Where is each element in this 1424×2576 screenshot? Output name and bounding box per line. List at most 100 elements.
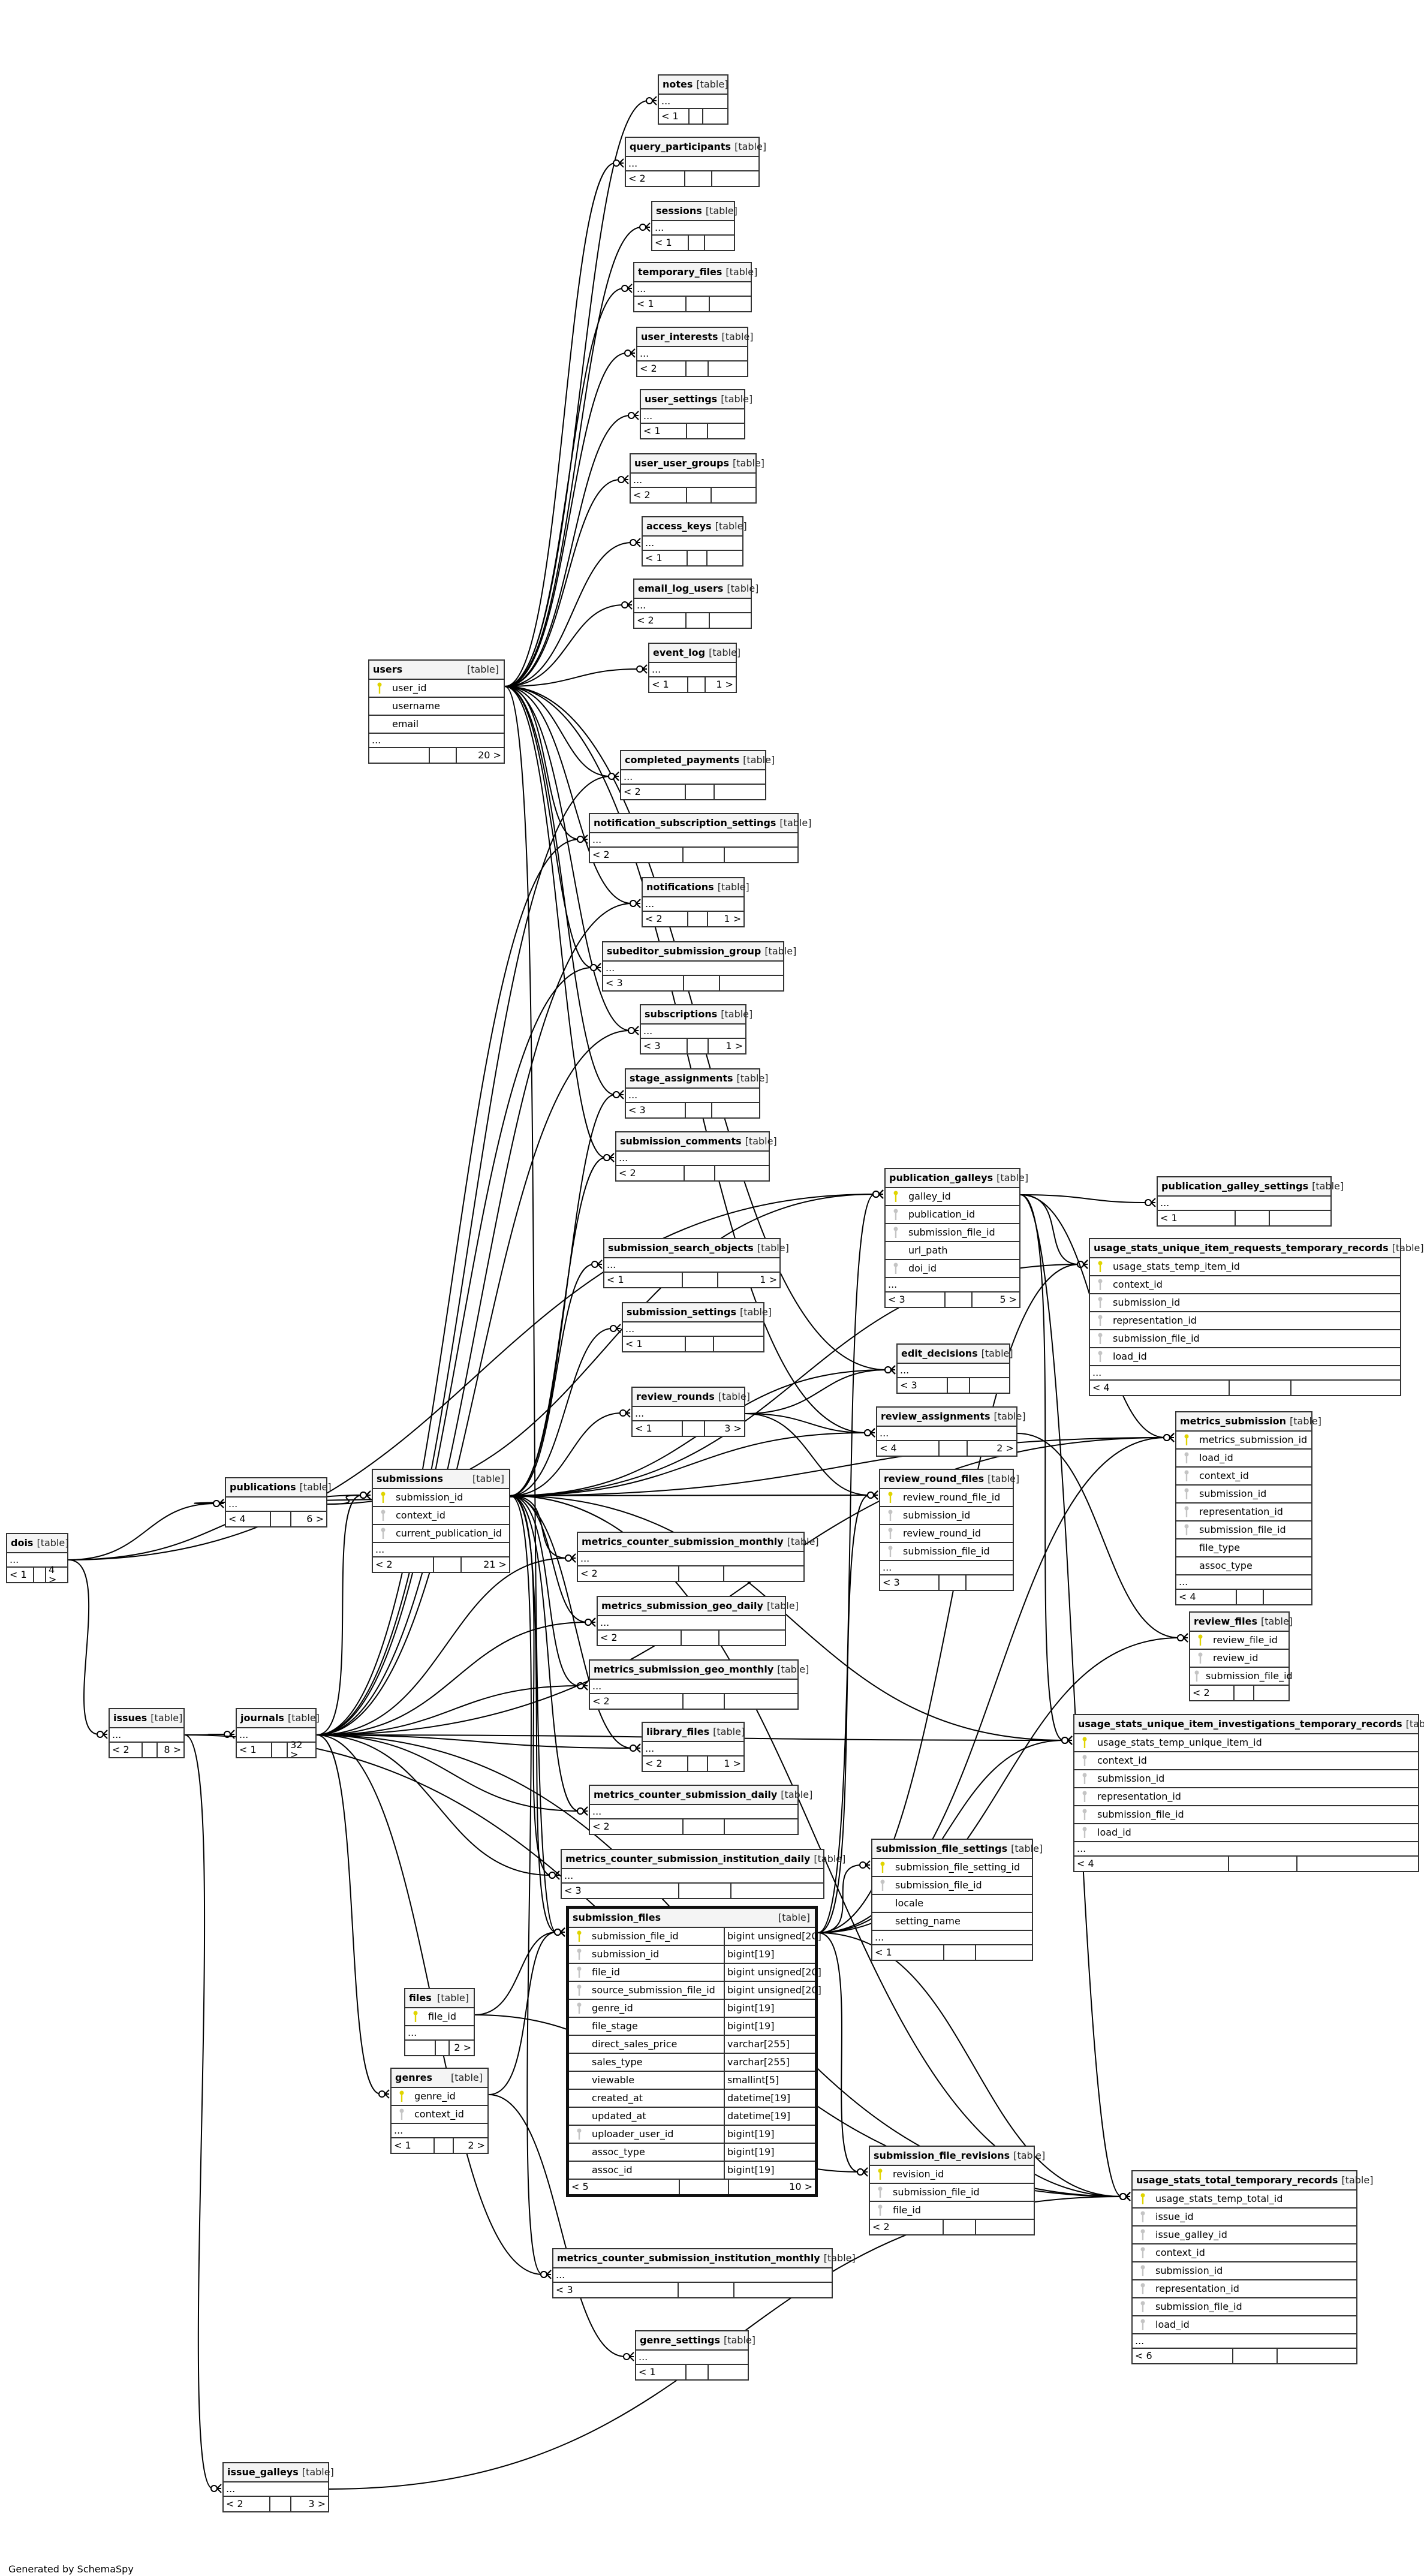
column-row[interactable]: submission_file_id [870,2184,1034,2202]
column-row[interactable]: issue_id [1133,2209,1356,2226]
table-header[interactable]: review_rounds[table] [633,1388,750,1407]
child-count[interactable]: 4 > [49,1564,57,1585]
table-metrics-submission[interactable]: metrics_submission[table]metrics_submiss… [1175,1411,1321,1605]
table-submission-file-settings[interactable]: submission_file_settings[table] submissio… [871,1839,1043,1961]
child-count[interactable]: 1 > [725,1040,743,1052]
more-columns-ellipsis[interactable]: ... [643,537,742,551]
parent-count[interactable]: < 1 [237,1743,272,1757]
column-row[interactable]: context_id [1133,2244,1356,2262]
table-header[interactable]: email_log_users[table] [634,580,758,599]
parent-count[interactable]: < 2 [631,488,687,502]
table-header[interactable]: metrics_submission[table] [1176,1412,1321,1432]
parent-count[interactable]: < 3 [886,1292,946,1307]
table-header[interactable]: genres[table] [392,2069,487,2088]
parent-count[interactable]: < 2 [870,2220,944,2234]
table-header[interactable]: submission_file_settings[table] [872,1840,1043,1859]
table-header[interactable]: query_participants[table] [626,138,766,157]
child-count[interactable] [734,2283,832,2297]
column-row[interactable]: load_id [1176,1450,1311,1468]
column-row[interactable]: context_id [373,1507,509,1525]
table-header[interactable]: user_user_groups[table] [631,454,764,474]
child-count[interactable] [712,171,758,186]
table-header[interactable]: edit_decisions[table] [898,1345,1013,1364]
table-usage-stats-unique-item-requests-temporary-records[interactable]: usage_stats_unique_item_requests_tempora… [1089,1238,1424,1396]
more-columns-ellipsis[interactable]: ... [590,1680,797,1694]
table-genre-settings[interactable]: genre_settings[table]...< 1 [635,2330,755,2381]
more-columns-ellipsis[interactable]: ... [604,1258,779,1273]
column-row[interactable]: file_type [1176,1539,1311,1557]
more-columns-ellipsis[interactable]: ... [405,2026,474,2041]
parent-count[interactable]: < 1 [392,2138,435,2153]
column-row[interactable]: review_file_id [1190,1632,1288,1650]
column-row[interactable]: assoc_type [1176,1557,1311,1575]
table-edit-decisions[interactable]: edit_decisions[table]...< 3 [896,1343,1013,1394]
column-row[interactable]: context_id [1090,1276,1400,1294]
table-header[interactable]: usage_stats_unique_item_investigations_t… [1074,1715,1424,1734]
column-row[interactable]: metrics_submission_id [1176,1432,1311,1450]
column-row[interactable]: submission_id [880,1507,1013,1525]
parent-count[interactable]: < 1 [649,677,688,692]
child-count[interactable] [976,2220,1034,2234]
more-columns-ellipsis[interactable]: ... [886,1278,1019,1292]
parent-count[interactable]: < 2 [578,1566,680,1581]
child-count[interactable]: 1 > [724,913,741,924]
more-columns-ellipsis[interactable]: ... [636,2351,748,2365]
table-header[interactable]: usage_stats_total_temporary_records[tabl… [1133,2171,1373,2191]
child-count[interactable]: 2 > [997,1442,1014,1454]
more-columns-ellipsis[interactable]: ... [641,1025,745,1039]
more-columns-ellipsis[interactable]: ... [659,95,727,109]
table-header[interactable]: submission_settings[table] [623,1303,772,1322]
table-files[interactable]: files[table]file_id...2 > [404,1988,475,2056]
column-row[interactable]: submission_file_id [872,1877,1032,1895]
parent-count[interactable]: < 3 [641,1039,688,1053]
parent-count[interactable]: < 2 [590,848,684,862]
table-notes[interactable]: notes[table]...< 1 [658,74,728,125]
column-row[interactable]: submission_id [1074,1770,1418,1788]
child-count[interactable] [970,1378,1009,1393]
column-row[interactable]: submission_file_id [1133,2298,1356,2316]
child-count[interactable] [1278,2349,1356,2363]
column-row[interactable]: context_id [1176,1468,1311,1486]
table-header[interactable]: publication_galley_settings[table] [1158,1177,1344,1197]
table-header[interactable]: event_log[table] [649,644,740,663]
table-header[interactable]: sessions[table] [652,202,737,221]
parent-count[interactable]: < 1 [872,1945,944,1960]
parent-count[interactable]: < 2 [1190,1686,1235,1700]
table-header[interactable]: submission_comments[table] [616,1132,777,1152]
table-header[interactable]: metrics_counter_submission_institution_m… [553,2249,856,2268]
child-count[interactable] [708,424,744,438]
more-columns-ellipsis[interactable]: ... [1176,1575,1311,1590]
parent-count[interactable]: < 1 [652,236,690,250]
child-count[interactable]: 6 > [306,1513,324,1524]
table-header[interactable]: submission_files[table] [569,1909,815,1928]
more-columns-ellipsis[interactable]: ... [392,2124,487,2138]
child-count[interactable] [705,236,734,250]
parent-count[interactable]: < 1 [641,424,688,438]
parent-count[interactable] [405,2041,436,2055]
column-row[interactable]: doi_id [886,1260,1019,1278]
child-count[interactable] [1264,1590,1311,1604]
more-columns-ellipsis[interactable]: ... [641,409,744,424]
child-count[interactable] [710,297,751,311]
table-header[interactable]: stage_assignments[table] [626,1069,769,1089]
more-columns-ellipsis[interactable]: ... [623,1322,763,1337]
column-row[interactable]: submission_file_id [1190,1668,1293,1686]
child-count[interactable]: 2 > [454,2042,471,2053]
table-header[interactable]: completed_payments[table] [621,751,775,770]
parent-count[interactable]: < 2 [598,1631,682,1645]
more-columns-ellipsis[interactable]: ... [643,1742,743,1756]
parent-count[interactable]: < 2 [224,2497,271,2511]
child-count[interactable] [709,2365,748,2379]
more-columns-ellipsis[interactable]: ... [634,599,751,613]
